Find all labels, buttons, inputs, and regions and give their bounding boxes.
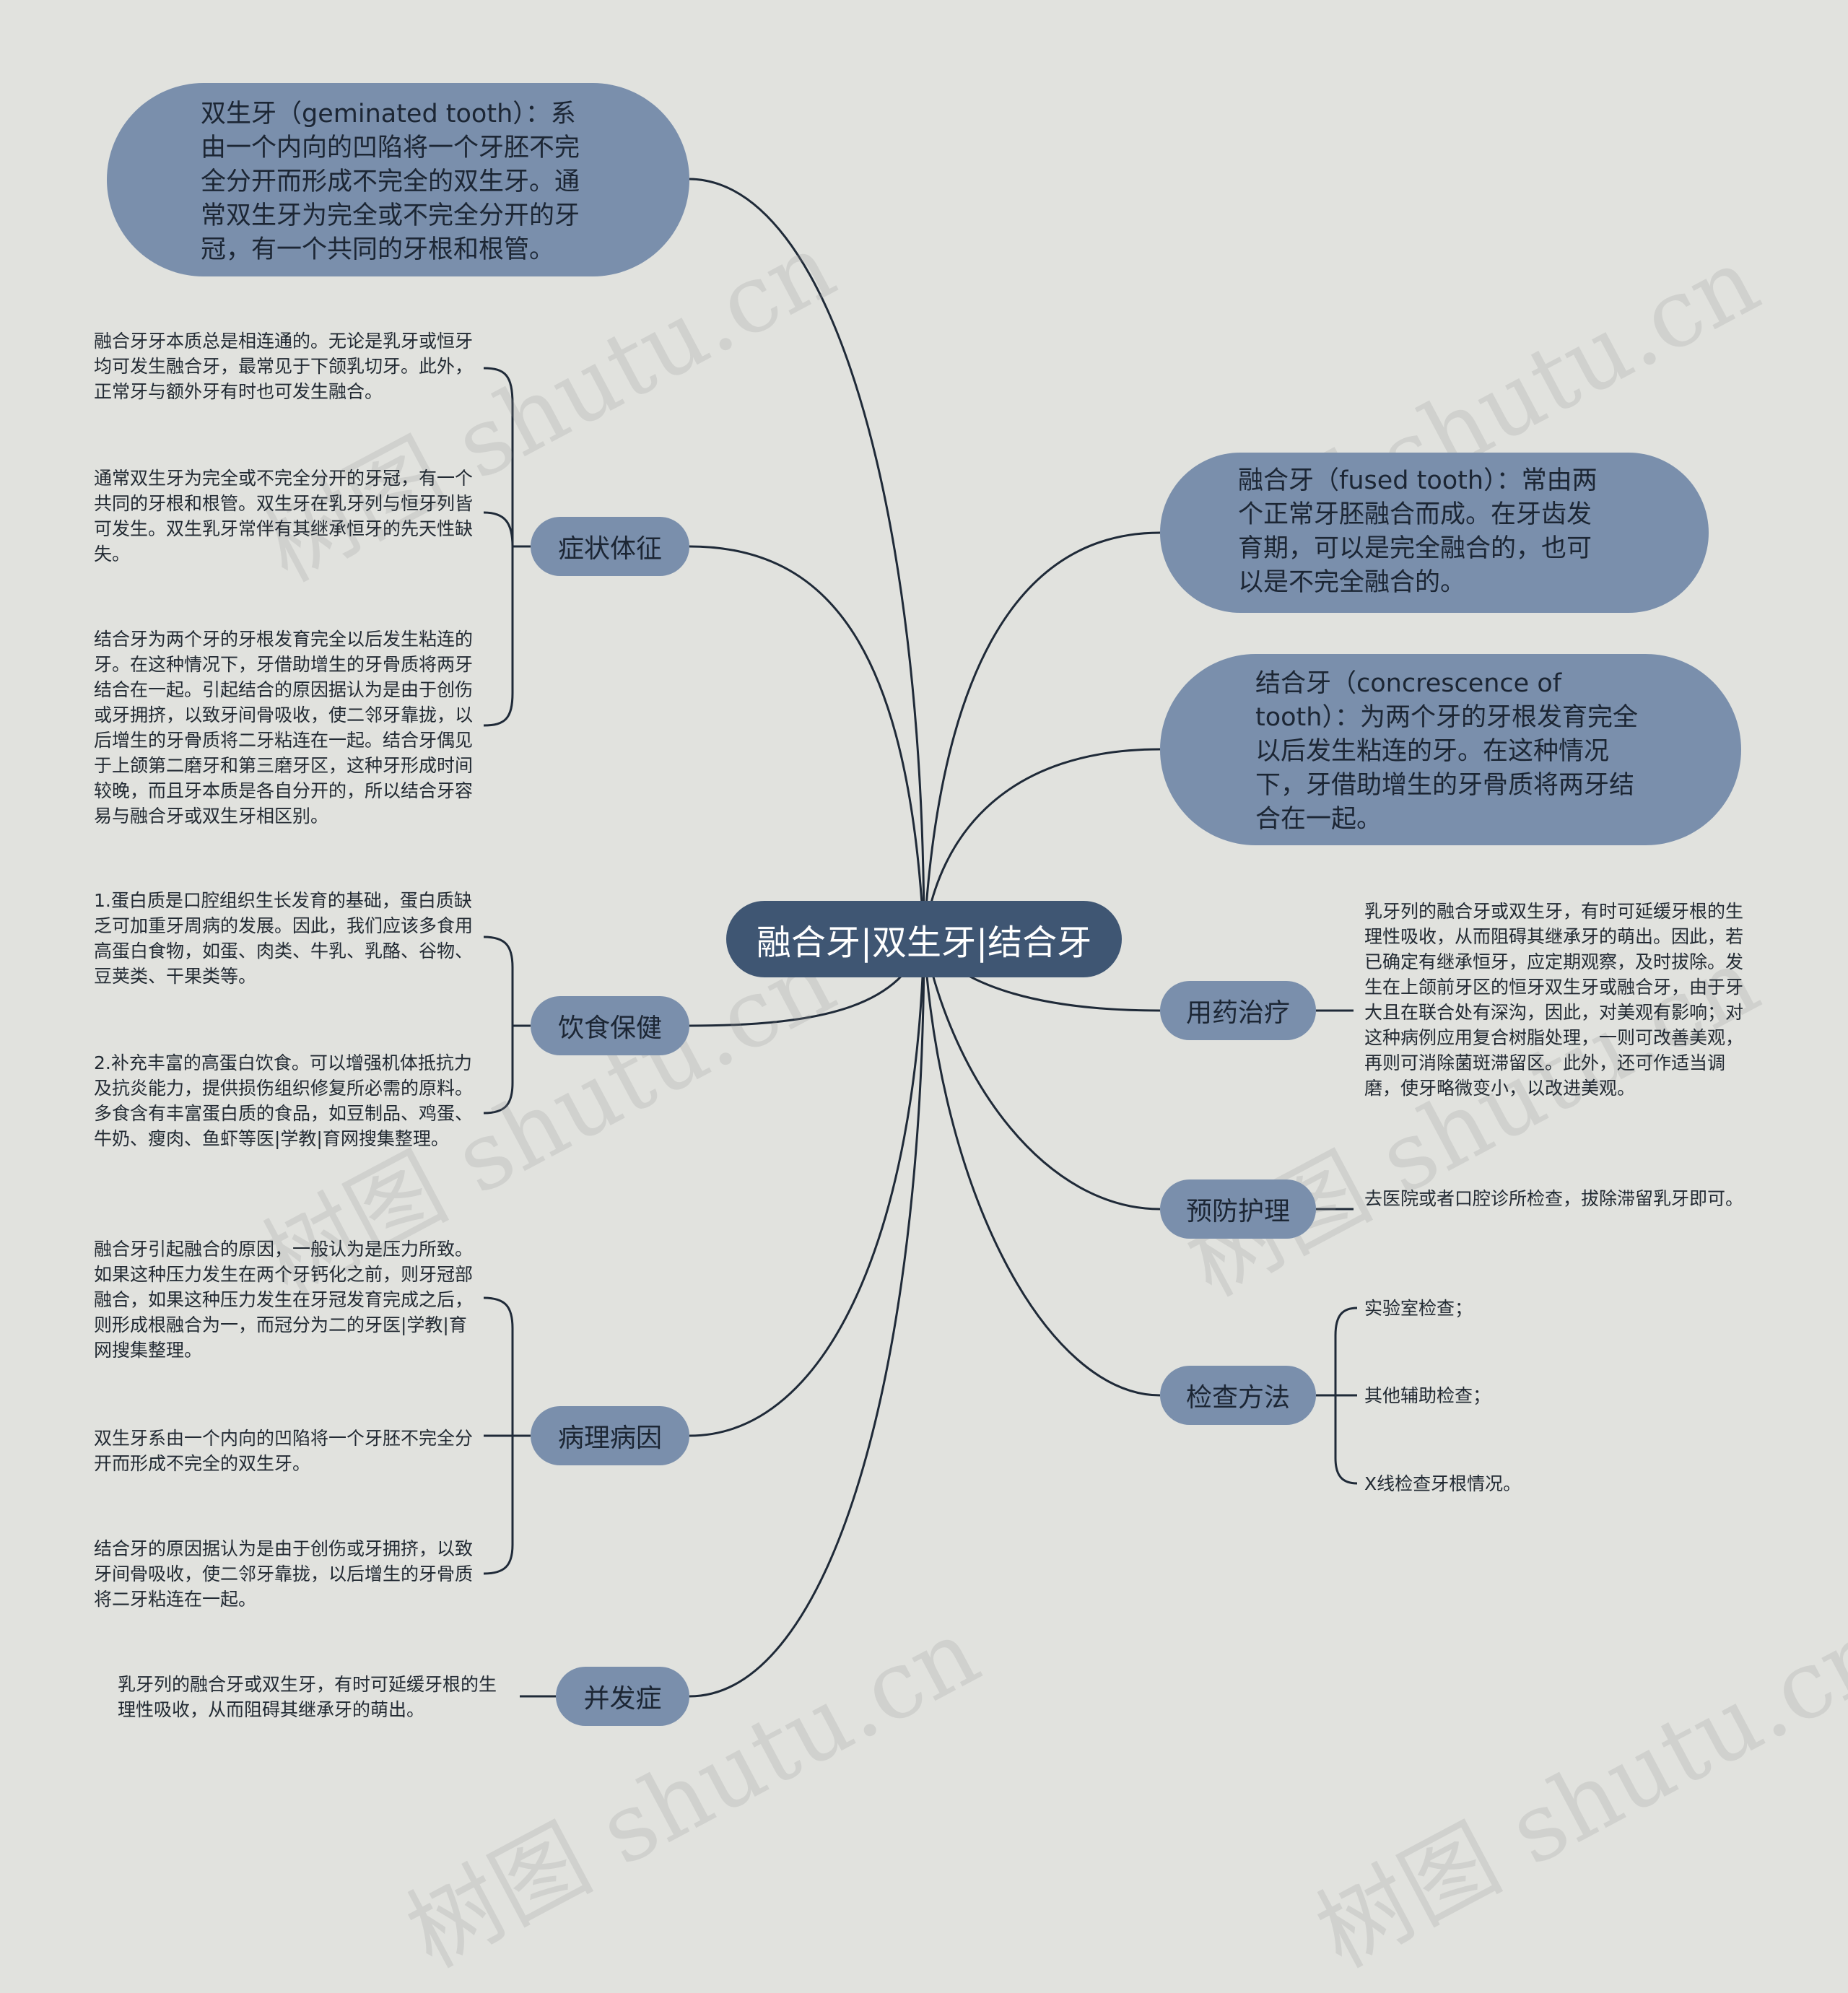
geminated-tooth-node[interactable]: 双生牙（geminated tooth）：系由一个内向的凹陷将一个牙胚不完全分开… (107, 83, 689, 276)
leaf-complication-1: 乳牙列的融合牙或双生牙，有时可延缓牙根的生理性吸收，从而阻碍其继承牙的萌出。 (118, 1674, 497, 1720)
center-topic[interactable]: 融合牙|双生牙|结合牙 (726, 901, 1122, 977)
concrescence-tooth-text: 结合牙（concrescence of tooth）：为两个牙的牙根发育完全以后… (1255, 669, 1638, 834)
branch-complication[interactable]: 并发症 (556, 1667, 689, 1726)
leaf-symptoms-2: 通常双生牙为完全或不完全分开的牙冠，有一个共同的牙根和根管。双生牙在乳牙列与恒牙… (94, 468, 474, 564)
leaf-examination-2: 其他辅助检查； (1364, 1385, 1491, 1406)
leaf-pathology-2: 双生牙系由一个内向的凹陷将一个牙胚不完全分开而形成不完全的双生牙。 (94, 1428, 474, 1474)
branch-symptoms[interactable]: 症状体征 (531, 517, 689, 576)
leaf-examination-3: X线检查牙根情况。 (1364, 1473, 1522, 1494)
leaf-examination-1: 实验室检查； (1364, 1298, 1473, 1319)
leaf-medication-1: 乳牙列的融合牙或双生牙，有时可延缓牙根的生理性吸收，从而阻碍其继承牙的萌出。因此… (1364, 901, 1744, 1099)
branch-symptoms-label: 症状体征 (557, 534, 662, 564)
leaf-pathology-3: 结合牙的原因据认为是由于创伤或牙拥挤，以致牙间骨吸收，使二邻牙靠拢，以后增生的牙… (94, 1538, 474, 1610)
branch-examination-label: 检查方法 (1185, 1383, 1290, 1413)
branch-pathology[interactable]: 病理病因 (531, 1406, 689, 1465)
branch-diet[interactable]: 饮食保健 (531, 996, 689, 1055)
branch-diet-label: 饮食保健 (557, 1013, 662, 1043)
branch-prevention-label: 预防护理 (1185, 1197, 1290, 1226)
concrescence-tooth-node[interactable]: 结合牙（concrescence of tooth）：为两个牙的牙根发育完全以后… (1160, 654, 1741, 845)
leaf-diet-1: 1.蛋白质是口腔组织生长发育的基础，蛋白质缺乏可加重牙周病的发展。因此，我们应该… (94, 890, 474, 987)
center-topic-label: 融合牙|双生牙|结合牙 (756, 923, 1092, 963)
branch-prevention[interactable]: 预防护理 (1160, 1179, 1316, 1239)
leaf-diet-2: 2.补充丰富的高蛋白饮食。可以增强机体抵抗力及抗炎能力，提供损伤组织修复所必需的… (94, 1052, 474, 1149)
branch-pathology-label: 病理病因 (557, 1423, 662, 1453)
connector-lines (483, 178, 1358, 1698)
leaf-symptoms-1: 融合牙牙本质总是相连通的。无论是乳牙或恒牙均可发生融合牙，最常见于下颌乳切牙。此… (94, 331, 474, 402)
leaf-symptoms-3: 结合牙为两个牙的牙根发育完全以后发生粘连的牙。在这种情况下，牙借助增生的牙骨质将… (94, 629, 474, 827)
branch-medication-label: 用药治疗 (1185, 998, 1290, 1028)
geminated-tooth-text: 双生牙（geminated tooth）：系由一个内向的凹陷将一个牙胚不完全分开… (201, 100, 580, 264)
branch-examination[interactable]: 检查方法 (1160, 1366, 1316, 1425)
leaf-prevention-1: 去医院或者口腔诊所检查，拔除滞留乳牙即可。 (1364, 1188, 1744, 1209)
branch-complication-label: 并发症 (583, 1684, 662, 1714)
fused-tooth-text: 融合牙（fused tooth）：常由两个正常牙胚融合而成。在牙齿发育期，可以是… (1238, 466, 1598, 597)
fused-tooth-node[interactable]: 融合牙（fused tooth）：常由两个正常牙胚融合而成。在牙齿发育期，可以是… (1160, 453, 1709, 613)
branch-medication[interactable]: 用药治疗 (1160, 981, 1316, 1040)
leaf-pathology-1: 融合牙引起融合的原因，一般认为是压力所致。如果这种压力发生在两个牙钙化之前，则牙… (94, 1239, 474, 1361)
